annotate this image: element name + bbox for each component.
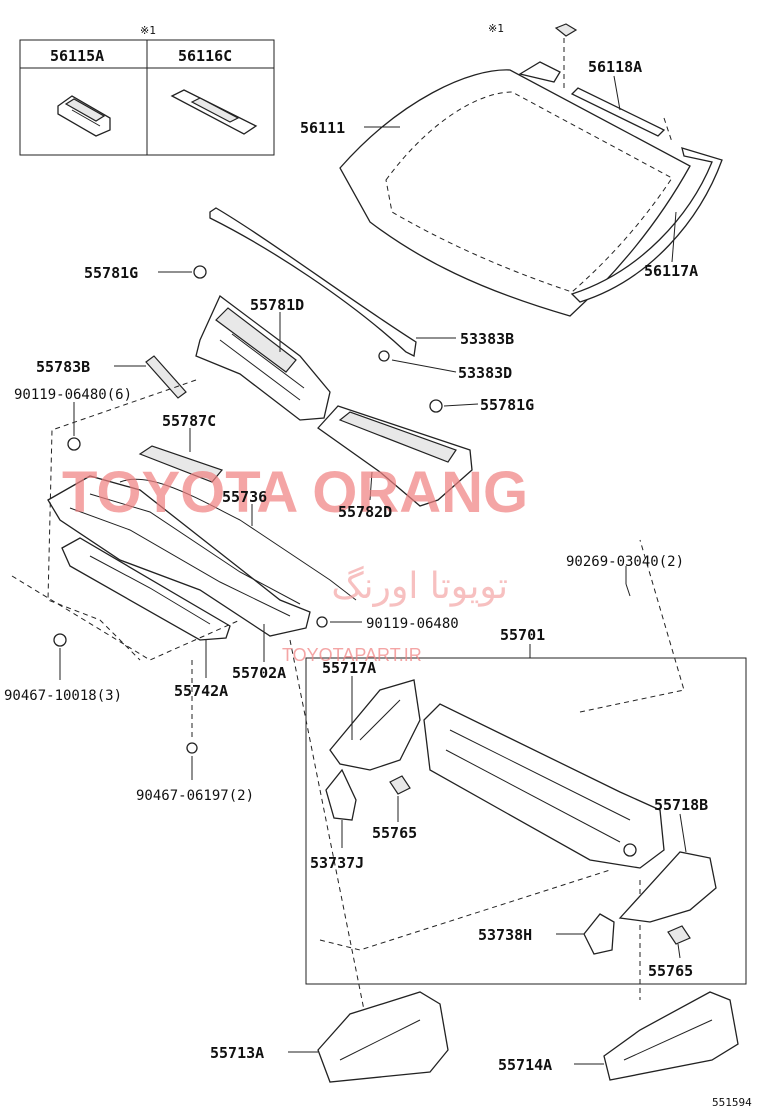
part-labels: ※1 56111 56118A 56117A 55781G 55781D 533…	[4, 22, 752, 1109]
label-90467-10018-3: 90467-10018(3)	[4, 688, 122, 704]
side-member-55713A-drawing	[317, 991, 449, 1083]
hose-55736-drawing	[119, 478, 357, 601]
label-53737J: 53737J	[310, 854, 364, 872]
sub-assembly-box	[305, 657, 747, 985]
cowl-louver-55782D-drawing	[317, 405, 473, 507]
label-90269-03040-2: 90269-03040(2)	[566, 554, 684, 570]
label-55713A: 55713A	[210, 1044, 264, 1062]
label-55782D: 55782D	[338, 503, 392, 521]
label-53738H: 53738H	[478, 926, 532, 944]
watermark-latin: TOYOTA ORANG	[62, 460, 528, 525]
label-55781D: 55781D	[250, 296, 304, 314]
label-55736: 55736	[222, 488, 267, 506]
inset-table: ※1 56115A 56116C	[19, 24, 275, 156]
clip-56115A-drawing	[57, 95, 111, 137]
label-90119-06480: 90119-06480	[366, 616, 459, 632]
seal-53383B-drawing	[209, 207, 417, 357]
label-56111: 56111	[300, 119, 345, 137]
moulding-56116C-drawing	[170, 89, 258, 135]
fastener-drawings	[53, 265, 631, 754]
cowl-panel-55702A-drawing	[47, 475, 311, 637]
label-55718B: 55718B	[654, 796, 708, 814]
watermark-persian: تویوتا اورنگ	[331, 565, 508, 607]
figure-id: 551594	[712, 1096, 752, 1109]
windshield-glass-drawing	[339, 23, 723, 317]
cowl-inner-55701-drawing	[423, 703, 665, 869]
label-55701: 55701	[500, 626, 545, 644]
cowl-panel-55742A-drawing	[61, 537, 231, 641]
side-member-55714A-drawing	[603, 991, 739, 1081]
cowl-side-55718B-drawing	[618, 851, 717, 923]
label-55781G-right: 55781G	[480, 396, 534, 414]
label-55765-top: 55765	[372, 824, 417, 842]
bracket-53737J-drawing	[325, 768, 357, 821]
label-53383D: 53383D	[458, 364, 512, 382]
label-56117A: 56117A	[644, 262, 698, 280]
seal-55787C-drawing	[138, 445, 224, 483]
cowl-side-55717A-drawing	[329, 679, 421, 771]
label-55787C: 55787C	[162, 412, 216, 430]
label-55781G-left: 55781G	[84, 264, 138, 282]
label-90467-06197-2: 90467-06197(2)	[136, 788, 254, 804]
bracket-55765-top-drawing	[389, 775, 411, 795]
top-marker: ※1	[488, 22, 504, 35]
inset-marker: ※1	[140, 24, 156, 37]
label-90119-06480-6: 90119-06480(6)	[14, 387, 132, 403]
label-55783B: 55783B	[36, 358, 90, 376]
label-55702A: 55702A	[232, 664, 286, 682]
watermark-site: TOYOTAPART.IR	[282, 645, 422, 665]
label-55765-bottom: 55765	[648, 962, 693, 980]
label-53383B: 53383B	[460, 330, 514, 348]
leader-lines	[59, 75, 687, 1065]
bracket-55765-bottom-drawing	[667, 925, 691, 945]
bracket-53738H-drawing	[583, 913, 615, 955]
cowl-louver-55781D-drawing	[195, 294, 331, 421]
label-55742A: 55742A	[174, 682, 228, 700]
assembly-guides	[11, 379, 685, 1011]
label-55717A: 55717A	[322, 659, 376, 677]
label-56118A: 56118A	[588, 58, 642, 76]
inset-col-56115A: 56115A	[50, 47, 104, 65]
seal-55783B-drawing	[145, 355, 187, 399]
inset-col-56116C: 56116C	[178, 47, 232, 65]
label-55714A: 55714A	[498, 1056, 552, 1074]
